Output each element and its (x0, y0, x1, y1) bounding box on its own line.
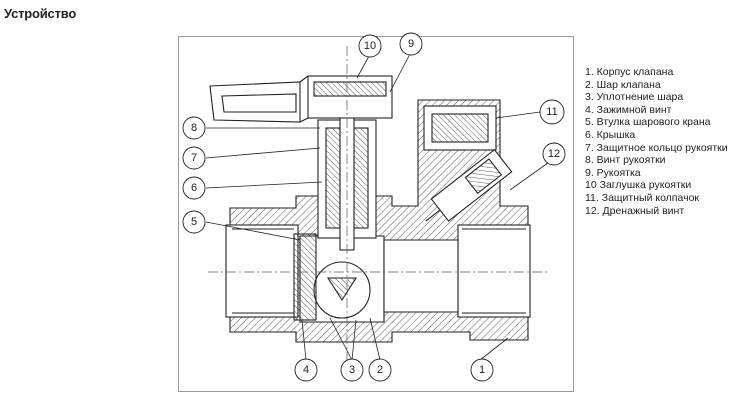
legend-item: 5. Втулка шарового крана (585, 116, 711, 129)
legend-item: 1. Корпус клапана (585, 66, 674, 78)
svg-text:2: 2 (377, 364, 383, 376)
callout-9: 9 (399, 32, 423, 56)
legend-item: 12. Дренажный винт (585, 204, 685, 217)
svg-text:6: 6 (191, 182, 197, 194)
svg-text:12: 12 (548, 148, 560, 160)
legend-item: 9. Рукоятка (585, 166, 641, 179)
page-title: Устройство (4, 6, 77, 21)
svg-text:7: 7 (191, 152, 197, 164)
legend-item: 6. Крышка (585, 128, 636, 141)
callout-6: 6 (182, 176, 206, 200)
callout-11: 11 (539, 99, 565, 125)
leader-lines (205, 53, 553, 361)
callout-7: 7 (182, 146, 206, 170)
callout-3: 3 (340, 358, 364, 382)
svg-text:11: 11 (546, 106, 557, 118)
callout-1: 1 (470, 358, 494, 382)
callout-4: 4 (294, 358, 318, 382)
parts-legend: 1. Корпус клапана 2. Шар клапана 3. Упло… (585, 66, 728, 217)
svg-text:3: 3 (349, 364, 355, 376)
center-lines (208, 46, 548, 376)
callouts: 10 9 11 12 8 7 6 5 4 3 2 1 (182, 32, 566, 382)
svg-text:4: 4 (303, 364, 309, 376)
callout-12: 12 (542, 142, 566, 166)
legend-item: 3. Уплотнение шара (585, 91, 684, 104)
svg-text:9: 9 (408, 38, 414, 50)
drain-and-cap (423, 105, 513, 222)
svg-text:1: 1 (479, 364, 485, 376)
legend-item: 2. Шар клапана (585, 78, 661, 91)
legend-item: 10 Заглушка рукоятки (585, 179, 692, 192)
callout-5: 5 (182, 210, 206, 234)
legend-item: 11. Защитный колпачок (585, 191, 700, 204)
svg-text:10: 10 (364, 40, 376, 52)
svg-text:5: 5 (191, 216, 197, 228)
callout-10: 10 (358, 34, 382, 58)
callout-8: 8 (182, 116, 206, 140)
callout-2: 2 (368, 358, 392, 382)
legend-item: 8. Винт рукоятки (585, 154, 666, 167)
svg-text:8: 8 (191, 122, 197, 134)
legend-item: 4. Зажимной винт (585, 103, 672, 116)
legend-item: 7. Защитное кольцо рукоятки (585, 141, 728, 154)
